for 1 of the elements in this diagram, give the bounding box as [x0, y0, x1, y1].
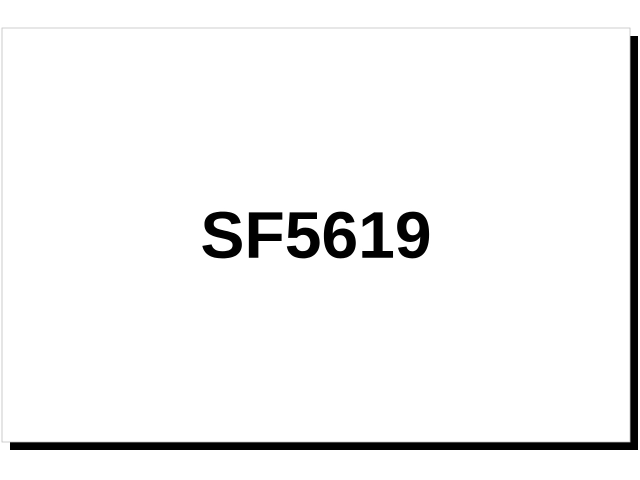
process-box: SF5619: [2, 28, 638, 450]
